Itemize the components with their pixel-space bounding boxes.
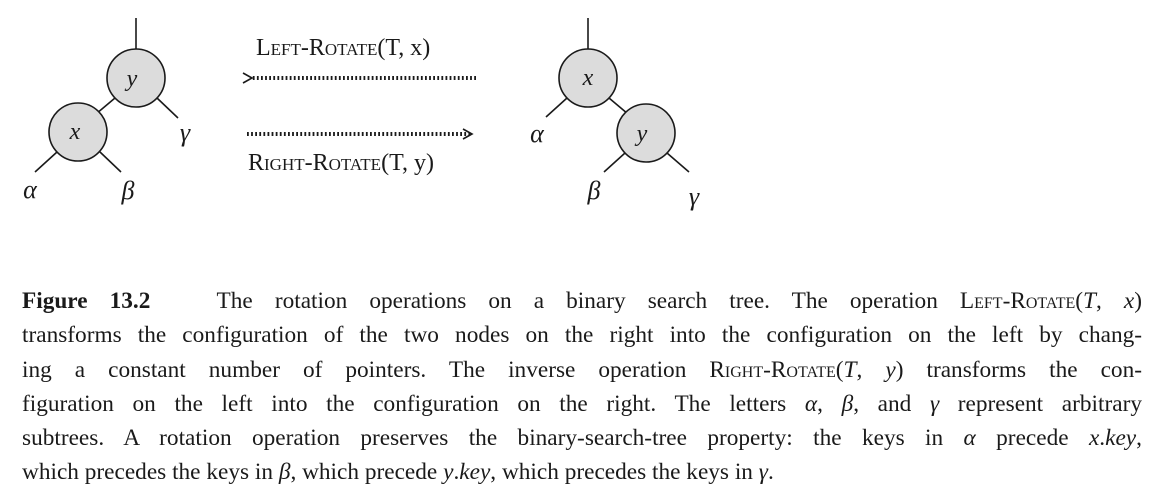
left-rotate-name: Left-Rotate [256, 35, 377, 61]
caption-var-x: x [1088, 425, 1100, 452]
right-tree-edge-x-y [608, 97, 629, 115]
right-tree-node-y [616, 103, 676, 163]
caption-text: , [1136, 425, 1142, 452]
left-tree-beta-label: β [121, 176, 135, 205]
caption-line-6: which precedes the keys in β, which prec… [22, 455, 1142, 489]
caption-text: ( [835, 356, 844, 383]
figure-caption: Figure 13.2 The rotation operations on a… [22, 284, 1142, 490]
caption-line-3: ing a constant number of pointers. The i… [22, 353, 1142, 387]
left-tree: y x α β γ [23, 18, 191, 205]
right-tree-edge-y-gamma [666, 152, 690, 173]
right-tree: x y α β γ [530, 18, 700, 211]
caption-line-1: Figure 13.2 The rotation operations on a… [22, 284, 1142, 318]
rotation-operations: Left-Rotate(T, x) Right-Rotate(T, y) [242, 35, 476, 176]
caption-text: subtrees. A rotation operation preserves… [22, 425, 964, 452]
right-tree-node-x-label: x [582, 65, 594, 91]
caption-var-y: y [885, 356, 896, 383]
caption-var-T: T [1083, 288, 1096, 314]
caption-text: ing a constant number of pointers. The i… [22, 356, 710, 383]
caption-key: key [459, 459, 491, 486]
left-tree-edge-x-alpha [34, 151, 58, 173]
right-tree-node-x [558, 48, 618, 108]
caption-text: ( [1075, 288, 1084, 314]
caption-line-2: transforms the configuration of the two … [22, 318, 1142, 352]
caption-text: which precedes the keys in [22, 459, 279, 486]
caption-text: ) transforms the con- [895, 356, 1142, 383]
right-tree-gamma-label: γ [689, 182, 700, 211]
left-tree-gamma-label: γ [180, 118, 191, 147]
left-tree-node-y-label: y [125, 66, 138, 92]
right-tree-beta-label: β [587, 176, 601, 205]
caption-text: transforms the configuration of the two … [22, 322, 1142, 349]
caption-text: The rotation operations on a binary sear… [216, 288, 960, 314]
figure-label: Figure 13.2 [22, 288, 151, 314]
left-rotate-label: Left-Rotate(T, x) [256, 35, 430, 61]
caption-right-rotate: Right-Rotate [709, 356, 836, 383]
left-tree-edge-y-gamma [156, 97, 179, 119]
right-tree-edge-y-beta [603, 152, 626, 173]
caption-text: , which precede [290, 459, 444, 486]
right-tree-edge-x-alpha [545, 97, 568, 118]
caption-text: figuration on the left into the configur… [22, 390, 805, 417]
left-tree-alpha-label: α [23, 175, 38, 204]
caption-text: , and [853, 390, 930, 417]
caption-text: ) [1134, 288, 1142, 314]
caption-var-x: x [1123, 288, 1135, 314]
caption-left-rotate: Left-Rotate [959, 288, 1076, 314]
caption-beta: β [841, 390, 854, 417]
caption-text: . [453, 459, 460, 486]
caption-key: key [1105, 425, 1137, 452]
left-rotate-args: (T, x) [377, 35, 430, 61]
left-tree-node-x [48, 102, 108, 162]
left-tree-node-x-label: x [69, 119, 81, 145]
right-rotate-args: (T, y) [381, 150, 434, 176]
right-tree-alpha-label: α [530, 119, 545, 148]
caption-text: . [767, 459, 774, 486]
caption-alpha: α [963, 425, 976, 452]
caption-line-4: figuration on the left into the configur… [22, 387, 1142, 421]
caption-var-T: T [843, 356, 857, 383]
caption-gamma: γ [929, 390, 940, 417]
caption-text: , [1096, 288, 1124, 314]
caption-text: precede [975, 425, 1089, 452]
right-rotate-label: Right-Rotate(T, y) [248, 150, 434, 176]
caption-text: , [856, 356, 886, 383]
left-tree-node-y [106, 48, 166, 108]
caption-alpha: α [804, 390, 818, 417]
caption-gamma: γ [758, 459, 768, 486]
rotation-figure: y x α β γ Left-Rotate(T, x) Right-Rotate… [23, 18, 700, 211]
left-tree-edge-x-beta [99, 151, 122, 173]
caption-beta: β [278, 459, 291, 486]
right-tree-node-y-label: y [635, 121, 648, 147]
caption-text: , [817, 390, 842, 417]
caption-var-y: y [443, 459, 454, 486]
caption-text: . [1099, 425, 1106, 452]
right-rotate-name: Right-Rotate [248, 150, 381, 176]
caption-line-5: subtrees. A rotation operation preserves… [22, 421, 1142, 455]
caption-text: , which precedes the keys in [490, 459, 759, 486]
caption-text: represent arbitrary [939, 390, 1142, 417]
